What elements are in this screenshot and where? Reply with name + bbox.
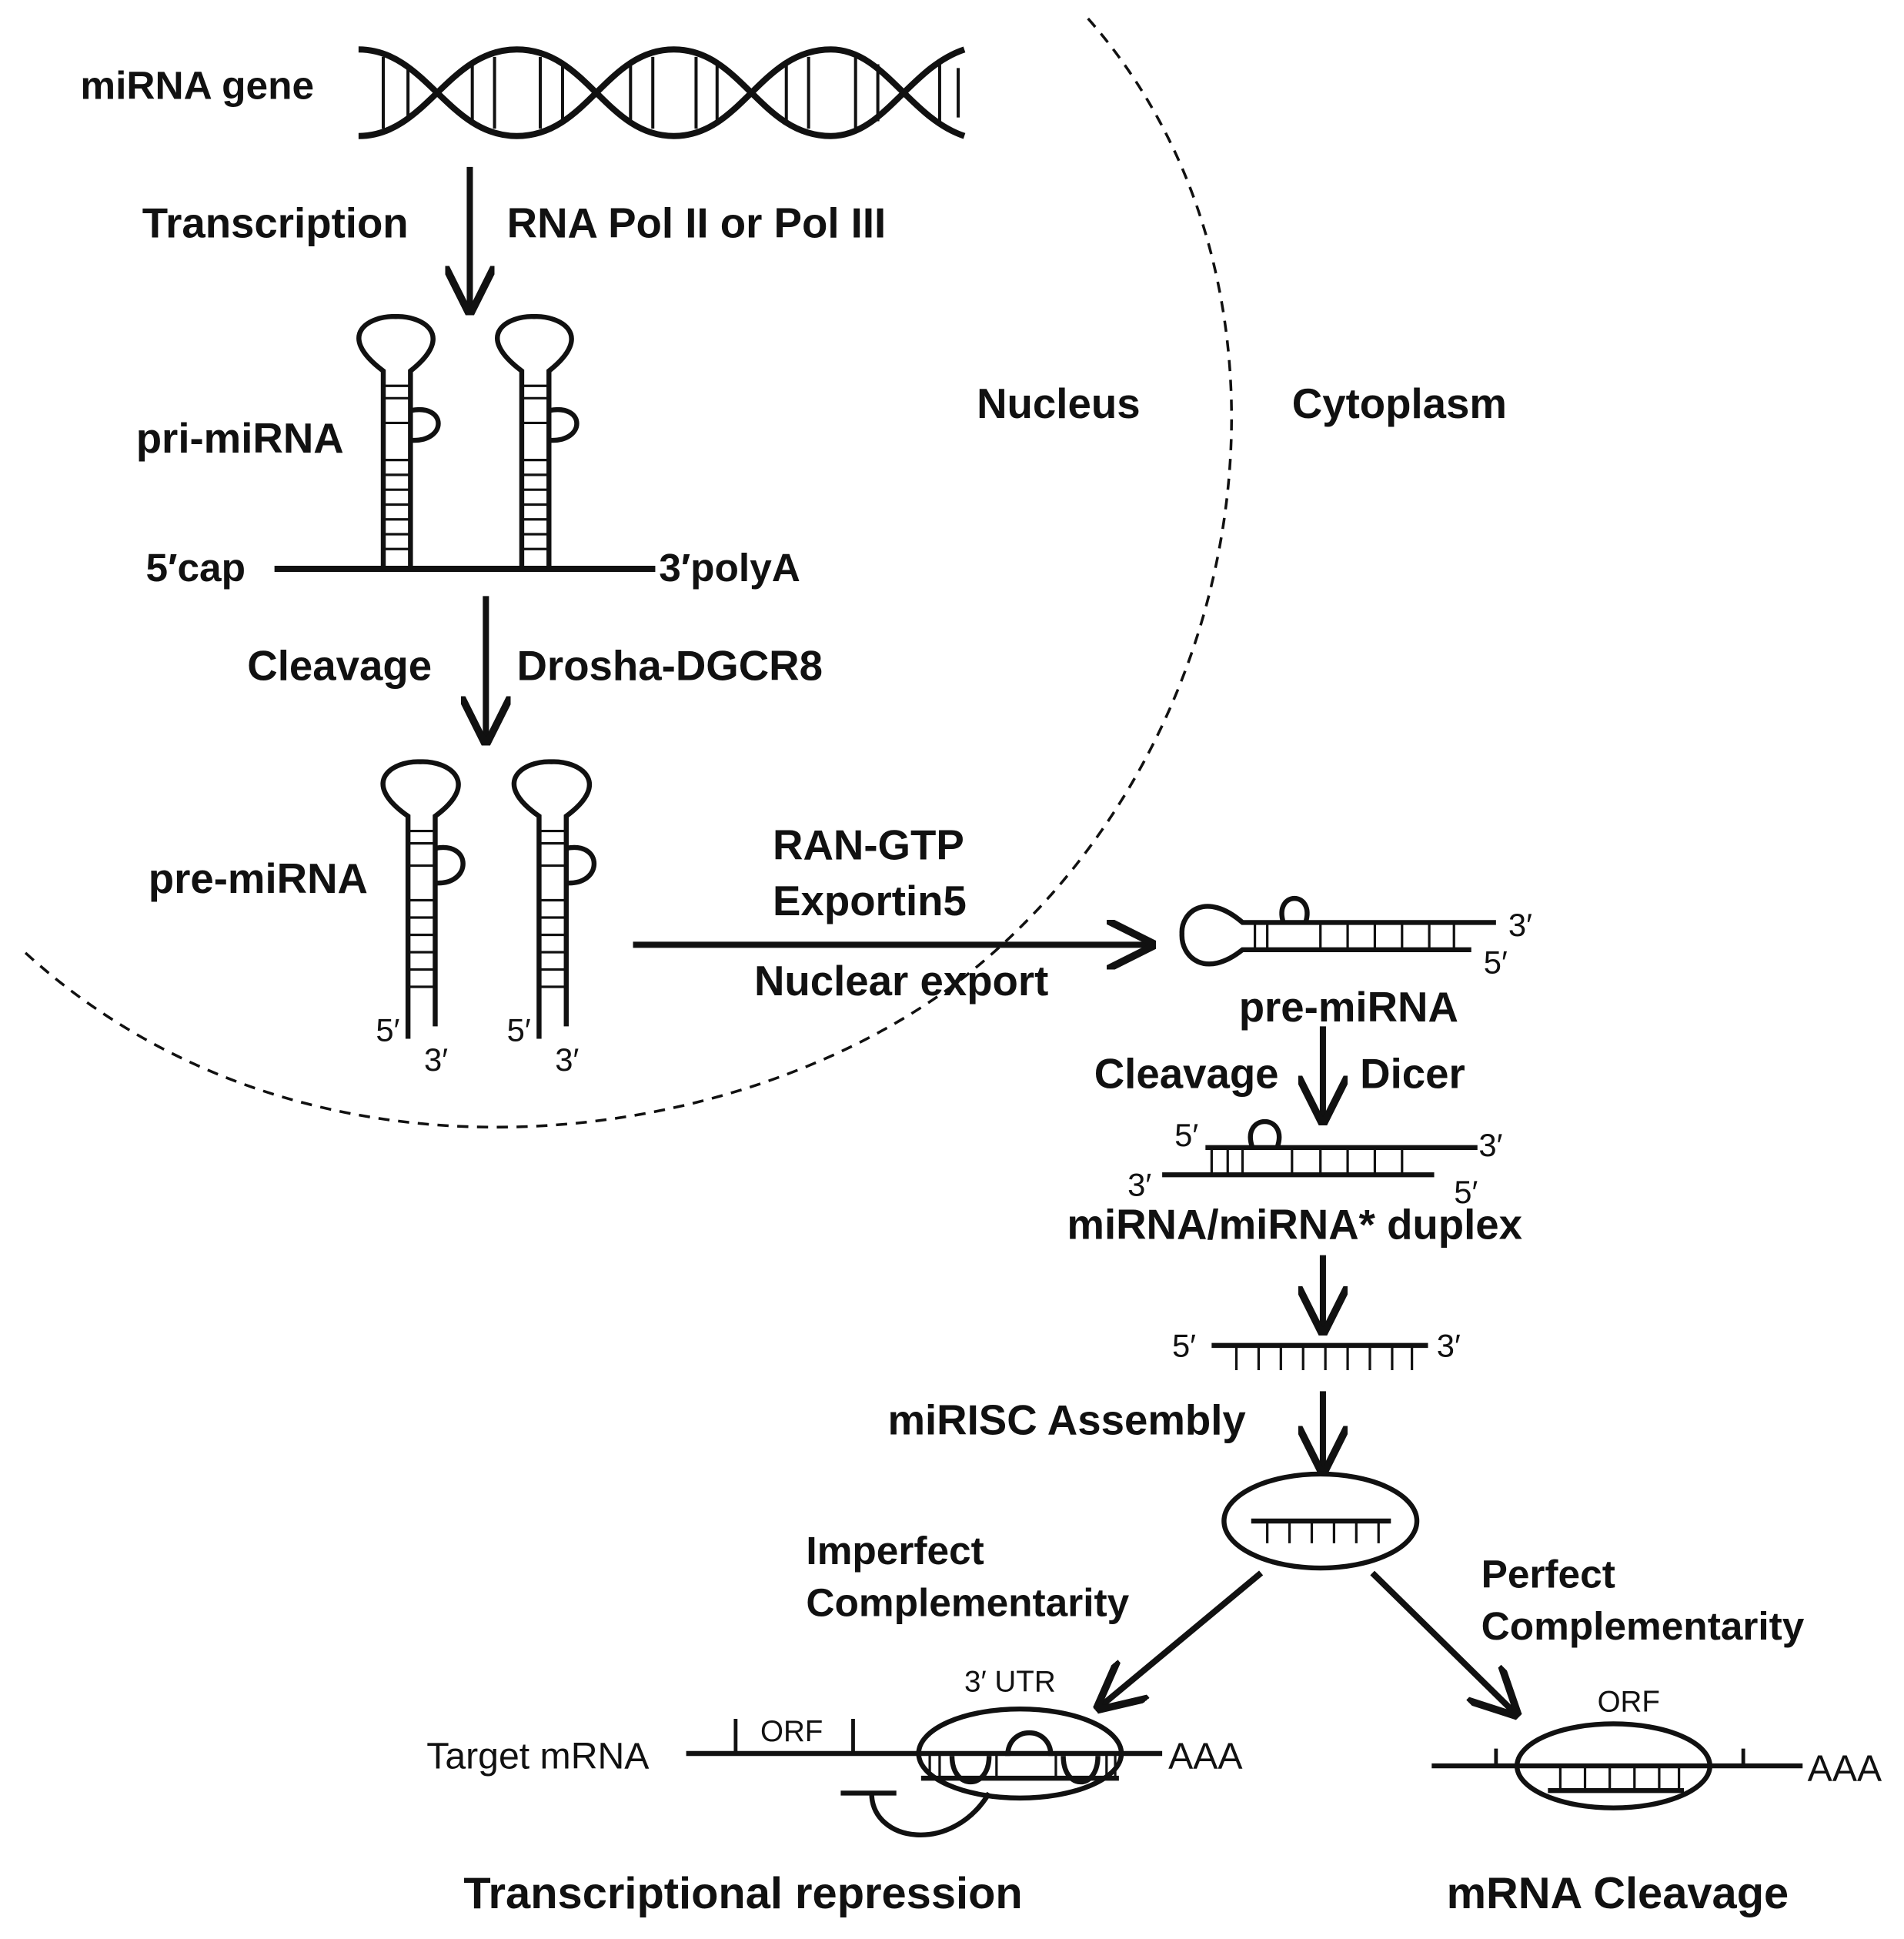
- prime5-label-f: 5′: [1172, 1327, 1196, 1363]
- dna-helix-icon: [358, 46, 966, 139]
- perfect-label-2: Complementarity: [1481, 1603, 1805, 1648]
- prime5-label-b: 5′: [507, 1012, 531, 1048]
- perfect-branch-arrow: [1370, 1570, 1515, 1713]
- prime3-label-c: 3′: [1508, 907, 1532, 943]
- mature-mirna-strand: [1211, 1342, 1428, 1371]
- prime3-label-f: 3′: [1437, 1327, 1461, 1363]
- mirisc-label: miRISC Assembly: [887, 1397, 1246, 1444]
- pre-mirna-cytoplasm-label: pre-miRNA: [1239, 984, 1458, 1031]
- prime3-label-d: 3′: [1478, 1127, 1502, 1163]
- duplex-label: miRNA/miRNA* duplex: [1067, 1202, 1522, 1249]
- cleavage-label-cytoplasm: Cleavage: [1094, 1051, 1279, 1098]
- pre-mirna-nucleus-structure: [380, 759, 596, 1039]
- aaa-right-label: AAA: [1808, 1747, 1882, 1789]
- pol-label: RNA Pol II or Pol III: [507, 199, 887, 246]
- orf-label-right: ORF: [1598, 1685, 1660, 1718]
- pri-mirna-label: pri-miRNA: [136, 415, 344, 462]
- nuclear-export-label: Nuclear export: [754, 958, 1048, 1005]
- ran-gtp-label: RAN-GTP: [773, 822, 964, 869]
- pre-mirna-cytoplasm-structure: [1179, 895, 1496, 967]
- exportin5-label: Exportin5: [773, 878, 967, 924]
- prime5-label-e: 5′: [1454, 1174, 1478, 1210]
- cytoplasm-label: Cytoplasm: [1292, 380, 1507, 427]
- dicer-label: Dicer: [1360, 1051, 1465, 1098]
- prime5-label-a: 5′: [376, 1012, 399, 1048]
- duplex-structure: [1162, 1119, 1478, 1178]
- mirna-gene-label: miRNA gene: [80, 63, 314, 108]
- nuclear-membrane: [23, 17, 1233, 1129]
- pre-mirna-nucleus-label: pre-miRNA: [149, 855, 368, 902]
- pri-mirna-structure: [274, 314, 656, 573]
- imperfect-branch-arrow: [1101, 1570, 1264, 1707]
- prime3-label-a: 3′: [424, 1041, 448, 1078]
- target-mrna-label: Target mRNA: [426, 1735, 650, 1777]
- mrna-cleavage-label: mRNA Cleavage: [1447, 1869, 1789, 1918]
- prime5-label-c: 5′: [1484, 944, 1508, 980]
- prime5-label-d: 5′: [1174, 1117, 1198, 1153]
- prime3-label-b: 3′: [555, 1041, 579, 1078]
- nucleus-label: Nucleus: [977, 380, 1140, 427]
- utr3-label: 3′ UTR: [964, 1666, 1056, 1699]
- prime3-label-e: 3′: [1127, 1166, 1151, 1202]
- cleavage-label-nucleus: Cleavage: [247, 643, 432, 690]
- transcriptional-repression-label: Transcriptional repression: [463, 1869, 1022, 1918]
- aaa-left-label: AAA: [1168, 1735, 1243, 1777]
- translational-repression-structure: [686, 1706, 1163, 1838]
- polya3-label: 3′polyA: [659, 545, 800, 590]
- transcription-label: Transcription: [142, 199, 409, 246]
- mrna-cleavage-structure: [1431, 1721, 1803, 1810]
- mirisc-complex: [1221, 1471, 1420, 1571]
- drosha-label: Drosha-DGCR8: [517, 643, 823, 690]
- imperfect-label-1: Imperfect: [806, 1528, 984, 1573]
- imperfect-label-2: Complementarity: [806, 1580, 1129, 1625]
- perfect-label-1: Perfect: [1481, 1552, 1615, 1596]
- cap5-label: 5′cap: [146, 545, 246, 590]
- orf-label-left: ORF: [760, 1715, 823, 1748]
